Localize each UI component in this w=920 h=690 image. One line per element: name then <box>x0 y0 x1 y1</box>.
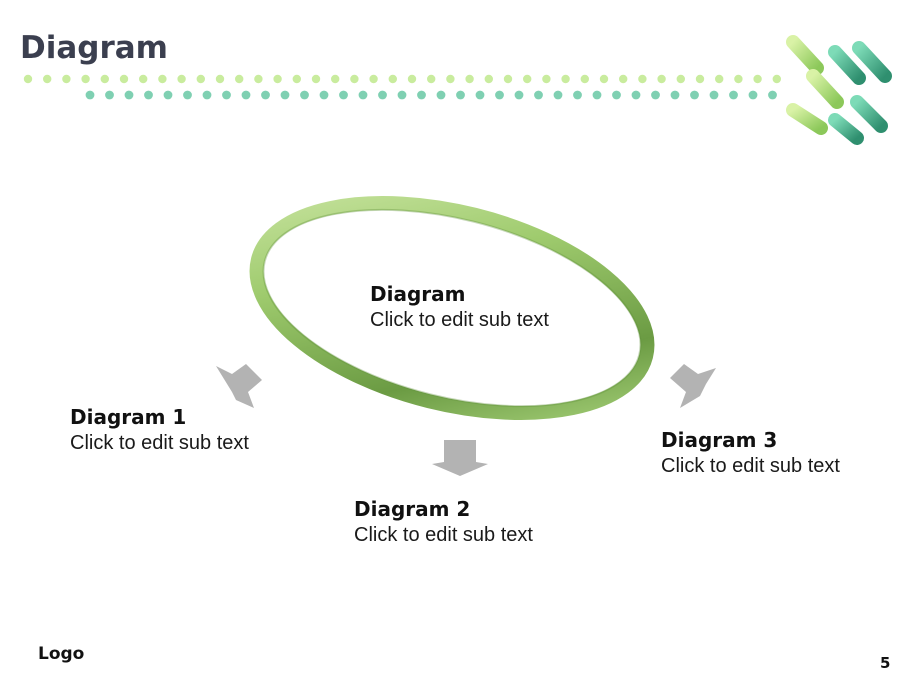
arrow-down-icon <box>432 440 488 476</box>
divider-dot <box>369 74 378 84</box>
divider-dot <box>592 90 602 100</box>
item-title: Diagram 1 <box>70 405 187 429</box>
divider-dot <box>599 74 609 84</box>
divider-dot <box>676 74 685 84</box>
divider-dot <box>202 90 212 100</box>
diagram-item-2: Diagram 2 Click to edit sub text <box>354 496 533 548</box>
arrow-down-right-icon <box>670 364 716 408</box>
divider-dot <box>62 74 71 84</box>
divider-dot <box>638 74 647 84</box>
divider-dot <box>215 74 225 84</box>
divider-dot <box>23 74 33 84</box>
arrow-down-left-icon <box>216 364 262 408</box>
divider-dot <box>397 90 407 100</box>
divider-dot <box>254 74 263 84</box>
divider-dot <box>241 90 251 100</box>
divider-dot <box>85 90 95 100</box>
divider-dot <box>542 74 551 84</box>
divider-dot <box>280 90 290 100</box>
diagram-item-1: Diagram 1 Click to edit sub text <box>70 404 249 456</box>
divider-dot <box>690 90 699 100</box>
divider-dot <box>465 74 474 84</box>
divider-dot <box>695 74 705 84</box>
divider-dot <box>300 90 309 100</box>
dotted-divider <box>23 74 781 100</box>
divider-dot <box>235 74 244 84</box>
divider-dot <box>709 90 719 100</box>
page-number: 5 <box>880 654 891 672</box>
item-subtitle: Click to edit sub text <box>661 455 840 477</box>
divider-dot <box>124 90 134 100</box>
item-subtitle: Click to edit sub text <box>70 432 249 454</box>
capsule-decoration-icon <box>786 35 892 145</box>
divider-dot <box>358 90 368 100</box>
logo: Logo <box>38 644 85 664</box>
divider-dot <box>158 74 167 84</box>
item-subtitle: Click to edit sub text <box>354 524 533 546</box>
divider-dot <box>331 74 340 84</box>
divider-dot <box>484 74 493 84</box>
diagram-item-3: Diagram 3 Click to edit sub text <box>661 427 840 479</box>
divider-dot <box>553 90 563 100</box>
divider-dot <box>436 90 446 100</box>
divider-dot <box>748 90 758 100</box>
divider-dot <box>407 74 417 84</box>
divider-dot <box>196 74 205 84</box>
divider-dot <box>100 74 110 84</box>
divider-dot <box>417 90 426 100</box>
divider-dot <box>753 74 762 84</box>
divider-dot <box>475 90 485 100</box>
divider-dot <box>514 90 524 100</box>
divider-dot <box>222 90 231 100</box>
divider-dot <box>670 90 680 100</box>
divider-dot <box>768 90 777 100</box>
divider-dot <box>772 74 781 84</box>
divider-dot <box>715 74 724 84</box>
item-title: Diagram 2 <box>354 497 471 521</box>
divider-dot <box>311 74 321 84</box>
divider-dot <box>105 90 114 100</box>
center-subtitle: Click to edit sub text <box>370 309 549 331</box>
divider-dot <box>119 74 129 84</box>
divider-dot <box>446 74 455 84</box>
divider-dot <box>378 90 387 100</box>
divider-dot <box>631 90 641 100</box>
divider-dot <box>43 74 52 84</box>
divider-dot <box>350 74 359 84</box>
divider-dot <box>163 90 173 100</box>
divider-dot <box>573 90 582 100</box>
center-title: Diagram <box>370 282 466 306</box>
divider-dot <box>456 90 465 100</box>
divider-dot <box>619 74 628 84</box>
divider-dot <box>388 74 397 84</box>
divider-dot <box>651 90 660 100</box>
divider-dot <box>292 74 301 84</box>
divider-dot <box>523 74 532 84</box>
divider-dot <box>177 74 186 84</box>
divider-dot <box>534 90 543 100</box>
divider-dot <box>495 90 504 100</box>
center-label: Diagram Click to edit sub text <box>370 281 549 333</box>
item-title: Diagram 3 <box>661 428 778 452</box>
divider-dot <box>139 74 148 84</box>
divider-dot <box>81 74 90 84</box>
divider-dot <box>319 90 329 100</box>
divider-dot <box>273 74 282 84</box>
divider-dot <box>339 90 348 100</box>
divider-dot <box>612 90 621 100</box>
divider-dot <box>734 74 743 84</box>
divider-dot <box>183 90 192 100</box>
divider-dot <box>261 90 270 100</box>
slide-title: Diagram <box>20 30 168 66</box>
divider-dot <box>503 74 513 84</box>
divider-dot <box>427 74 436 84</box>
divider-dot <box>729 90 738 100</box>
divider-dot <box>144 90 153 100</box>
divider-dot <box>580 74 589 84</box>
divider-dot <box>561 74 570 84</box>
divider-dot <box>657 74 666 84</box>
